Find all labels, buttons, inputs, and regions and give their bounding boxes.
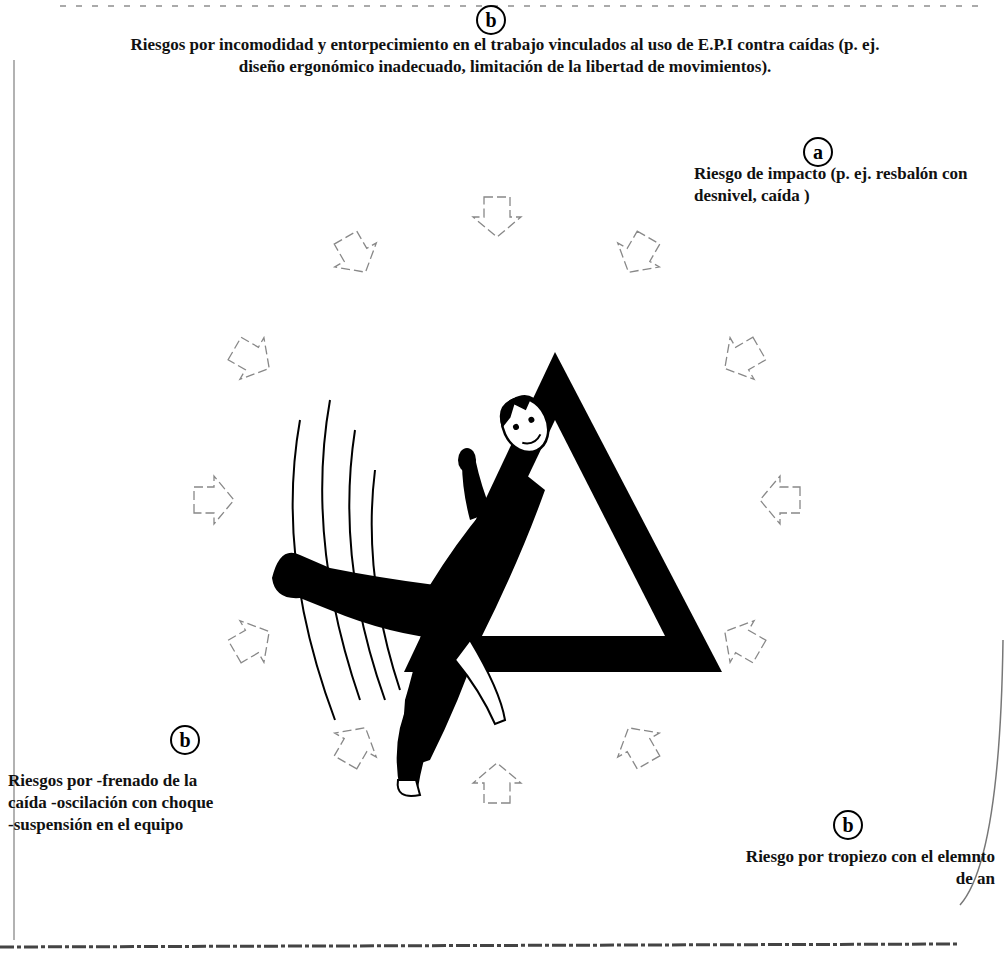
man-eye	[512, 423, 520, 431]
inward-arrow	[473, 763, 521, 803]
circled-letter: a	[803, 137, 833, 167]
man-head	[493, 389, 558, 460]
inward-arrow	[194, 476, 234, 524]
inward-arrow	[223, 328, 282, 390]
inward-arrow	[608, 226, 670, 285]
inward-arrow	[473, 197, 521, 237]
falling-man	[272, 389, 558, 796]
callout-letter: b	[842, 815, 853, 835]
risk-description: Riesgos por incomodidad y entorpecimient…	[120, 34, 890, 78]
circled-letter: b	[170, 725, 200, 755]
man-mouth	[522, 434, 542, 446]
risk-description: Riesgo por tropiezo con el elemnto de an	[745, 846, 995, 890]
inward-arrow	[608, 716, 670, 775]
man-foot	[398, 780, 420, 796]
man-hand	[458, 448, 476, 472]
risk-description: Riesgo de impacto (p. ej. resbalón con d…	[694, 163, 994, 207]
man-eye	[527, 416, 535, 424]
motion-line	[349, 430, 385, 700]
frame-line	[60, 5, 980, 7]
man-leg-lower	[397, 700, 440, 790]
callout-letter: b	[485, 10, 496, 30]
callout-letter: a	[813, 142, 823, 162]
inward-arrow	[325, 716, 387, 775]
risk-description: Riesgos por -frenado de la caída -oscila…	[8, 770, 223, 836]
inward-arrow	[223, 611, 282, 673]
inward-arrow	[325, 226, 387, 285]
arrow-ring	[194, 197, 800, 803]
callout-letter: b	[179, 730, 190, 750]
frame-line	[0, 944, 960, 947]
inward-arrow	[760, 476, 800, 524]
man-hair	[493, 389, 543, 428]
inward-arrow	[713, 611, 772, 673]
circled-letter: b	[833, 810, 863, 840]
inward-arrow	[713, 328, 772, 390]
man-arm-lower	[455, 640, 505, 724]
circled-letter: b	[476, 5, 506, 35]
motion-line	[322, 400, 360, 700]
